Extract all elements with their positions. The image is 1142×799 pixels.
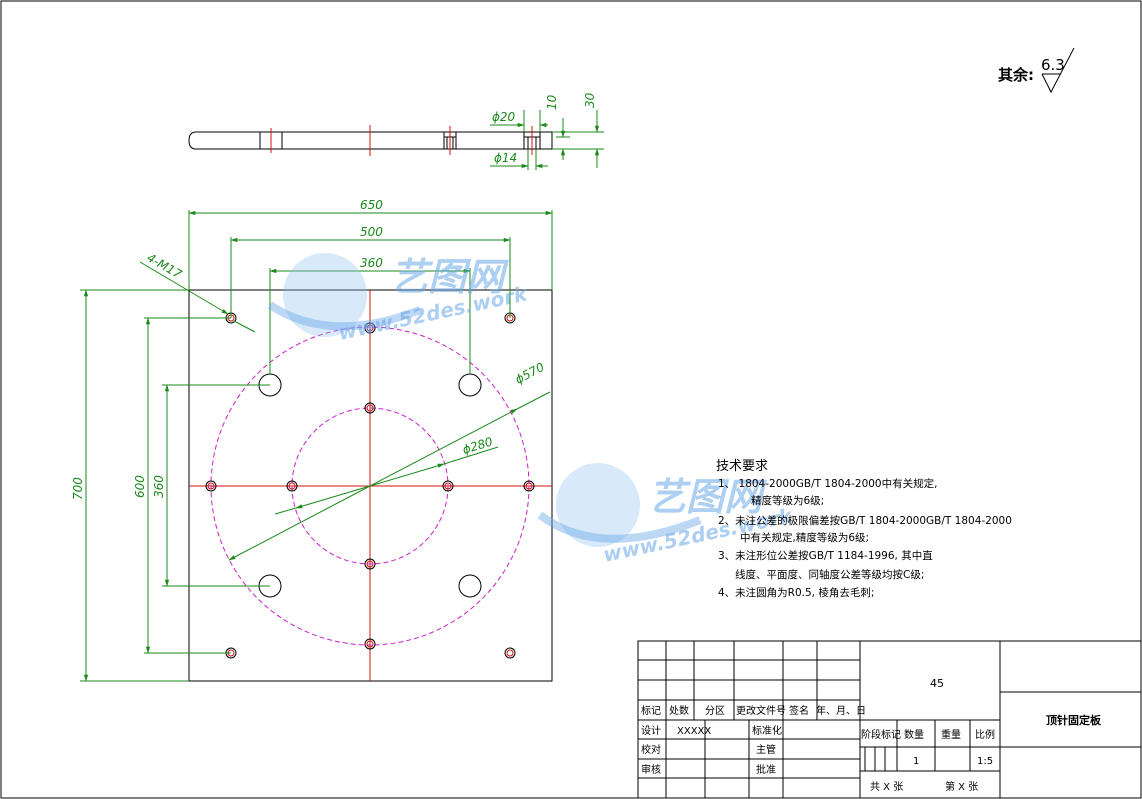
quantity-label: 数量 [904,728,924,741]
scale-value: 1:5 [977,756,993,767]
stage-mark-label: 阶段标记 [861,728,901,741]
roughness-label: 其余: [998,66,1034,84]
title-block-text: 45 顶针固定板 标记 处数 分区 更改文件号 签名 年、月、日 设计 XXXX… [641,677,1102,793]
standardize-label: 标准化 [752,724,782,737]
tech-item: 线度、平面度、同轴度公差等级均按C级; [735,568,924,581]
dim-h360: 360 [152,475,166,498]
weight-label: 重量 [941,728,961,741]
watermark-top: 艺图网 www.52des.work [267,253,531,345]
dim-w360: 360 [360,256,383,270]
supervise-label: 主管 [756,743,776,756]
tech-item: 精度等级为6级; [751,494,824,507]
approve-label: 批准 [756,763,776,776]
header-count: 处数 [669,704,689,717]
dim-d14: ϕ14 [494,151,517,165]
header-signature: 签名 [789,704,809,717]
ejector-hole [205,322,535,650]
watermark-brand: 艺图网 [390,255,509,299]
quantity-value: 1 [913,756,919,767]
dim-h700: 700 [71,477,85,500]
technical-requirements: 技术要求 1、 1804-2000GB/T 1804-2000中有关规定, 精度… [716,459,1012,599]
bolt-circle-280 [291,407,449,565]
total-sheets: 共 X 张 [870,781,903,793]
roughness-value: 6.3 [1041,56,1065,74]
header-mark: 标记 [641,705,661,717]
roughness-symbol: 其余: 6.3 [998,47,1075,94]
watermark-brand: 艺图网 [648,475,767,519]
design-label: 设计 [641,724,661,737]
title-block [637,640,1142,799]
bolt-circle-570 [210,326,530,646]
dim-d570: ϕ570 [513,360,547,387]
header-change-doc: 更改文件号 [736,704,786,717]
tech-item: 3、未注形位公差按GB/T 1184-1996, 其中直 [718,549,933,562]
review-label: 审核 [641,763,661,776]
dim-h10: 10 [545,94,559,110]
design-value: XXXXX [677,726,711,737]
check-label: 校对 [641,743,661,756]
side-view: ϕ20 ϕ14 10 30 [188,92,604,170]
dim-w500: 500 [360,225,383,239]
part-name: 顶针固定板 [1046,713,1102,727]
tech-item: 2、未注公差的极限偏差按GB/T 1804-2000GB/T 1804-2000 [718,514,1012,527]
tech-item: 中有关规定,精度等级为6级; [740,531,869,544]
scale-label: 比例 [975,728,995,741]
dim-h30: 30 [583,92,597,108]
dim-w650: 650 [360,198,383,212]
header-date: 年、月、日 [816,704,866,717]
dim-h600: 600 [133,475,147,498]
tech-item: 1、 1804-2000GB/T 1804-2000中有关规定, [718,477,937,490]
sheet-number: 第 X 张 [945,780,978,793]
tech-title: 技术要求 [716,459,768,474]
material: 45 [930,677,944,690]
dim-d20: ϕ20 [492,110,516,124]
header-zone: 分区 [705,705,725,717]
tech-item: 4、未注圆角为R0.5, 棱角去毛刺; [718,586,874,599]
